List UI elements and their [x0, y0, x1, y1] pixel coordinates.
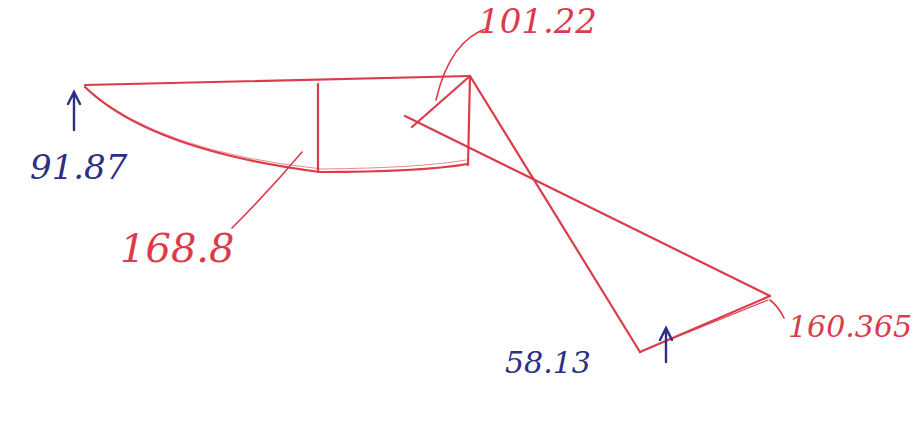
sloping-line [405, 116, 770, 296]
dimension-value: 101.22 [478, 4, 597, 38]
leader-line [770, 300, 784, 318]
closing-line [640, 296, 770, 352]
ordinate [468, 76, 470, 165]
reaction-arrow [68, 92, 80, 130]
moment-curve [85, 87, 468, 172]
reaction-arrow [660, 328, 672, 362]
leader-line [436, 28, 488, 100]
ordinate [317, 84, 319, 172]
baseline [85, 76, 470, 85]
dimension-value: 58.13 [505, 348, 591, 378]
dimension-value: 91.87 [30, 150, 127, 184]
moment-curve-sketch [88, 90, 466, 169]
sloping-line [470, 76, 640, 352]
dimension-value: 160.365 [788, 312, 912, 342]
dimension-value: 168.8 [120, 228, 235, 268]
leader-line [232, 152, 302, 228]
closing-line-sketch [644, 300, 768, 350]
